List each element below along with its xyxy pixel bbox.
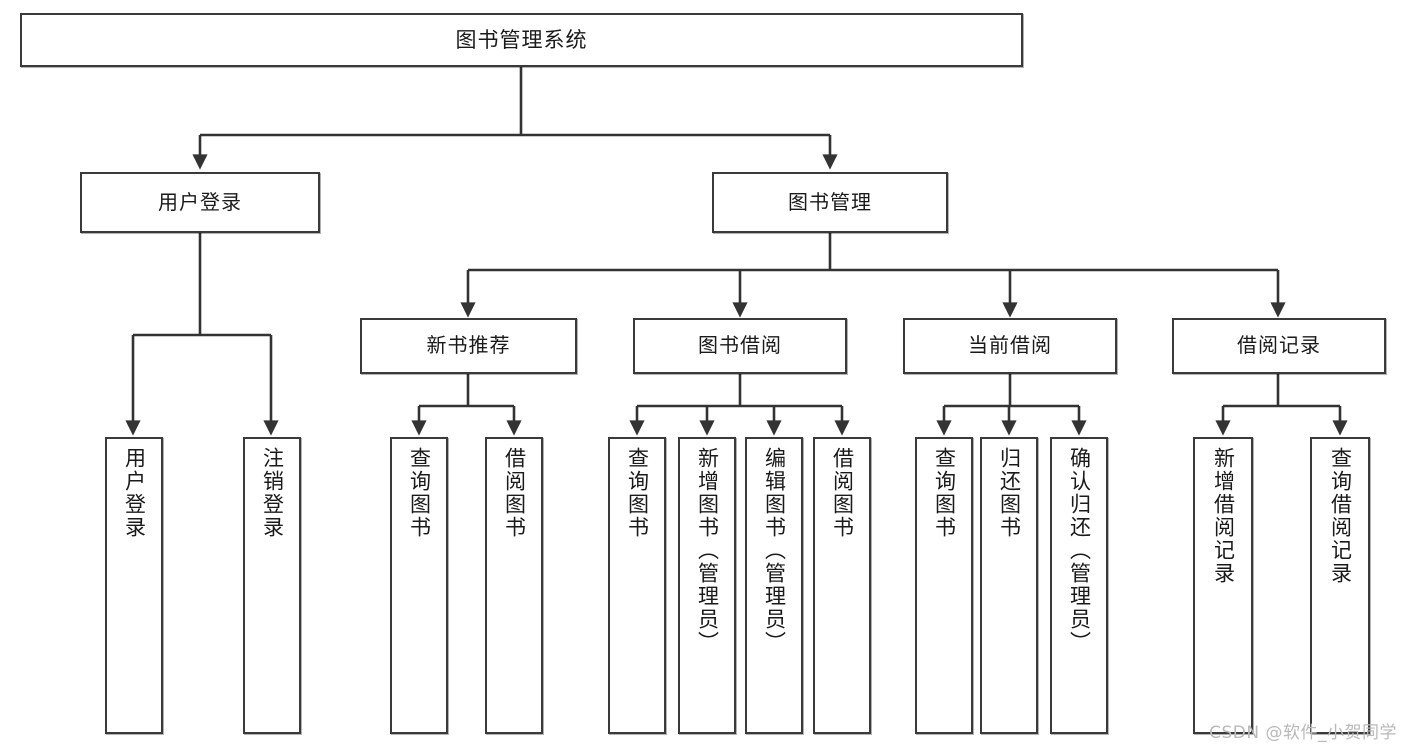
node-leaf-borrow-book-2[interactable]: 借阅图书: [813, 437, 871, 734]
node-leaf-query-book-2[interactable]: 查询图书: [608, 437, 666, 734]
node-current-borrow-label: 当前借阅: [968, 333, 1052, 358]
node-leaf-add-record-label: 新增借阅记录: [1211, 447, 1236, 585]
node-leaf-edit-book[interactable]: 编辑图书（管理员）: [745, 437, 803, 734]
node-book-borrow-label: 图书借阅: [698, 333, 782, 358]
node-leaf-add-record[interactable]: 新增借阅记录: [1193, 437, 1253, 734]
node-leaf-query-book-1-label: 查询图书: [407, 447, 432, 539]
node-leaf-query-record[interactable]: 查询借阅记录: [1310, 437, 1370, 734]
node-leaf-return-book-label: 归还图书: [997, 447, 1022, 539]
node-leaf-add-book[interactable]: 新增图书（管理员）: [678, 437, 736, 734]
node-leaf-query-book-3-label: 查询图书: [932, 447, 957, 539]
node-leaf-borrow-book-1-label: 借阅图书: [502, 447, 527, 539]
node-new-book-recommend-label: 新书推荐: [426, 333, 511, 358]
node-leaf-query-book-3[interactable]: 查询图书: [915, 437, 973, 734]
node-borrow-record-label: 借阅记录: [1237, 333, 1321, 358]
node-book-borrow[interactable]: 图书借阅: [633, 318, 847, 374]
node-borrow-record[interactable]: 借阅记录: [1172, 318, 1386, 374]
node-leaf-logout-login[interactable]: 注销登录: [243, 437, 301, 734]
node-leaf-edit-book-label: 编辑图书（管理员）: [762, 447, 787, 654]
node-user-login-label: 用户登录: [158, 189, 242, 214]
node-leaf-borrow-book-2-label: 借阅图书: [830, 447, 855, 539]
node-current-borrow[interactable]: 当前借阅: [903, 318, 1117, 374]
node-new-book-recommend[interactable]: 新书推荐: [360, 318, 577, 374]
node-leaf-return-book[interactable]: 归还图书: [980, 437, 1038, 734]
node-leaf-query-record-label: 查询借阅记录: [1328, 447, 1353, 585]
node-leaf-logout-login-label: 注销登录: [260, 447, 285, 539]
node-leaf-user-login-label: 用户登录: [122, 447, 147, 539]
node-book-manage-label: 图书管理: [788, 189, 872, 214]
node-book-manage[interactable]: 图书管理: [712, 172, 948, 233]
node-leaf-query-book-1[interactable]: 查询图书: [390, 437, 448, 734]
node-leaf-confirm-return-label: 确认归还（管理员）: [1067, 447, 1092, 654]
node-root-label: 图书管理系统: [455, 27, 588, 52]
node-root[interactable]: 图书管理系统: [20, 13, 1023, 67]
node-user-login[interactable]: 用户登录: [80, 172, 320, 233]
node-leaf-add-book-label: 新增图书（管理员）: [695, 447, 720, 654]
node-leaf-user-login[interactable]: 用户登录: [105, 437, 163, 734]
node-leaf-confirm-return[interactable]: 确认归还（管理员）: [1050, 437, 1108, 734]
node-leaf-borrow-book-1[interactable]: 借阅图书: [485, 437, 543, 734]
node-leaf-query-book-2-label: 查询图书: [625, 447, 650, 539]
